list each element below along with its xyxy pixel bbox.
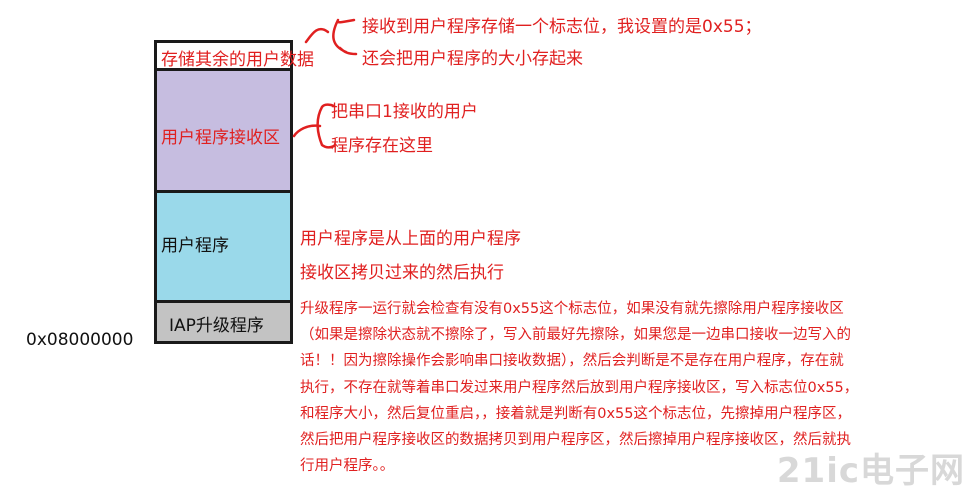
explanation-line: 升级程序一运行就会检查有没有0x55这个标志位，如果没有就先擦除用户程序接收区: [300, 301, 844, 317]
segment-receive-area-label: 用户程序接收区: [161, 128, 280, 148]
receive-note-line2: 程序存在这里: [331, 136, 433, 156]
receive-note-line1: 把串口1接收的用户: [331, 102, 478, 122]
segment-user-program: 用户程序: [157, 193, 290, 303]
segment-iap: IAP升级程序: [157, 303, 290, 341]
watermark-logo: 21ic电子网: [776, 451, 965, 491]
flag-bracket: [304, 18, 358, 56]
segment-user-program-label: 用户程序: [161, 236, 229, 256]
receive-bracket: [292, 103, 336, 149]
explanation-line: 行用户程序。。: [300, 458, 395, 475]
segment-user-data-label: 存储其余的用户数据: [161, 50, 314, 70]
explanation-line: 执行，不存在就等着串口发过来用户程序然后放到用户程序接收区，写入标志位0x55，: [300, 379, 859, 396]
segment-user-data: 存储其余的用户数据: [157, 43, 314, 71]
explanation-line: 然后把用户程序接收区的数据拷贝到用户程序区，然后擦掉用户程序接收区，然后就执: [300, 432, 851, 449]
explanation-line: 和程序大小，然后复位重启，，接着就是判断有0x55这个标志位，先擦掉用户程序区，: [300, 405, 852, 422]
flag-note-line2: 还会把用户程序的大小存起来: [362, 49, 583, 69]
explanation-paragraph: 升级程序一运行就会检查有没有0x55这个标志位，如果没有就先擦除用户程序接收区 …: [300, 296, 940, 479]
memory-map: 存储其余的用户数据 用户程序接收区 用户程序 IAP升级程序: [154, 40, 314, 344]
base-address-label: 0x08000000: [26, 330, 134, 350]
segment-iap-label: IAP升级程序: [169, 316, 264, 336]
segment-receive-area: 用户程序接收区: [157, 71, 290, 193]
program-note-line2: 接收区拷贝过来的然后执行: [300, 263, 504, 283]
explanation-line: （如果是擦除状态就不擦除了，写入前最好先擦除，如果您是一边串口接收一边写入的: [300, 327, 851, 344]
program-note-line1: 用户程序是从上面的用户程序: [300, 229, 521, 249]
flag-note-line1: 接收到用户程序存储一个标志位，我设置的是0x55；: [362, 17, 762, 37]
explanation-line: 话！！因为擦除操作会影响串口接收数据），然后会判断是不是存在用户程序，存在就: [300, 353, 844, 370]
